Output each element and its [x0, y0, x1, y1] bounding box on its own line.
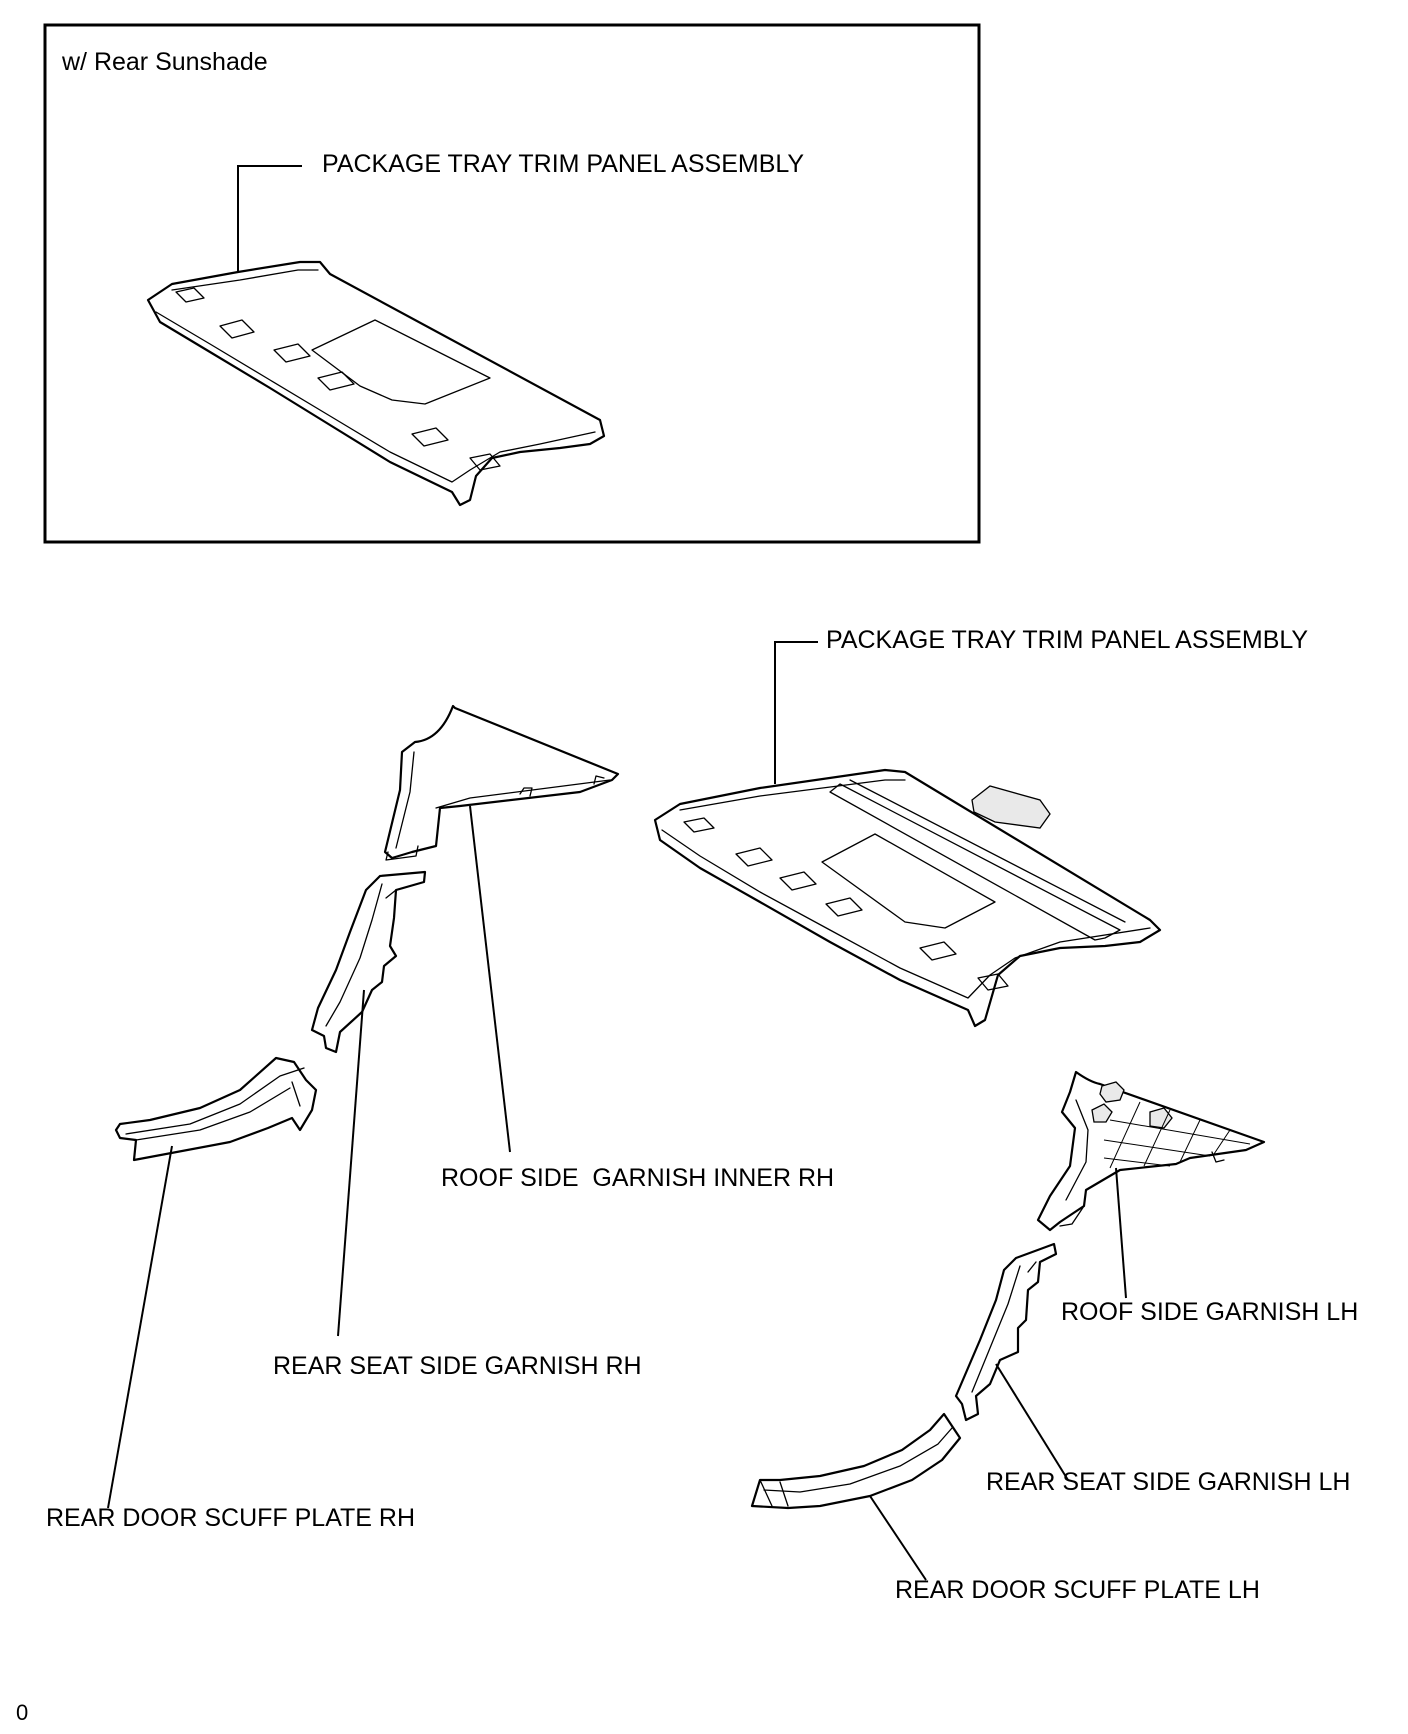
rear-seat-side-garnish-lh-drawing — [954, 1242, 1058, 1422]
inset-package-tray-drawing — [146, 260, 606, 507]
inset-leader-line — [237, 165, 302, 272]
roof-side-garnish-lh-leader — [1115, 1167, 1127, 1299]
rear-door-scuff-plate-rh-drawing — [114, 1056, 318, 1162]
roof-side-garnish-lh-label: ROOF SIDE GARNISH LH — [1061, 1298, 1359, 1326]
main-tray-leader-line — [774, 641, 818, 784]
inset-package-tray-label: PACKAGE TRAY TRIM PANEL ASSEMBLY — [322, 150, 805, 178]
inset-title: w/ Rear Sunshade — [62, 48, 268, 76]
rear-seat-side-garnish-lh-label: REAR SEAT SIDE GARNISH LH — [986, 1468, 1351, 1496]
rear-door-scuff-plate-rh-label: REAR DOOR SCUFF PLATE RH — [46, 1504, 416, 1532]
roof-side-garnish-inner-rh-leader — [469, 805, 511, 1153]
package-tray-label: PACKAGE TRAY TRIM PANEL ASSEMBLY — [826, 626, 1309, 654]
inset-frame — [43, 23, 981, 544]
rear-seat-side-garnish-lh-leader — [995, 1363, 1069, 1481]
roof-side-garnish-lh-drawing — [1036, 1070, 1266, 1232]
main-package-tray-drawing — [653, 768, 1162, 1028]
figure-code: 0 — [16, 1700, 29, 1725]
rear-door-scuff-plate-lh-label: REAR DOOR SCUFF PLATE LH — [895, 1576, 1260, 1604]
rear-door-scuff-plate-lh-drawing — [750, 1412, 962, 1510]
rear-seat-side-garnish-rh-label: REAR SEAT SIDE GARNISH RH — [273, 1352, 642, 1380]
rear-door-scuff-plate-lh-leader — [869, 1495, 927, 1581]
roof-side-garnish-inner-rh-drawing — [383, 704, 620, 861]
rear-seat-side-garnish-rh-drawing — [310, 870, 427, 1054]
rear-seat-side-garnish-rh-leader — [337, 989, 365, 1337]
rear-door-scuff-plate-rh-leader — [107, 1145, 173, 1509]
roof-side-garnish-inner-rh-label: ROOF SIDE GARNISH INNER RH — [441, 1164, 835, 1192]
